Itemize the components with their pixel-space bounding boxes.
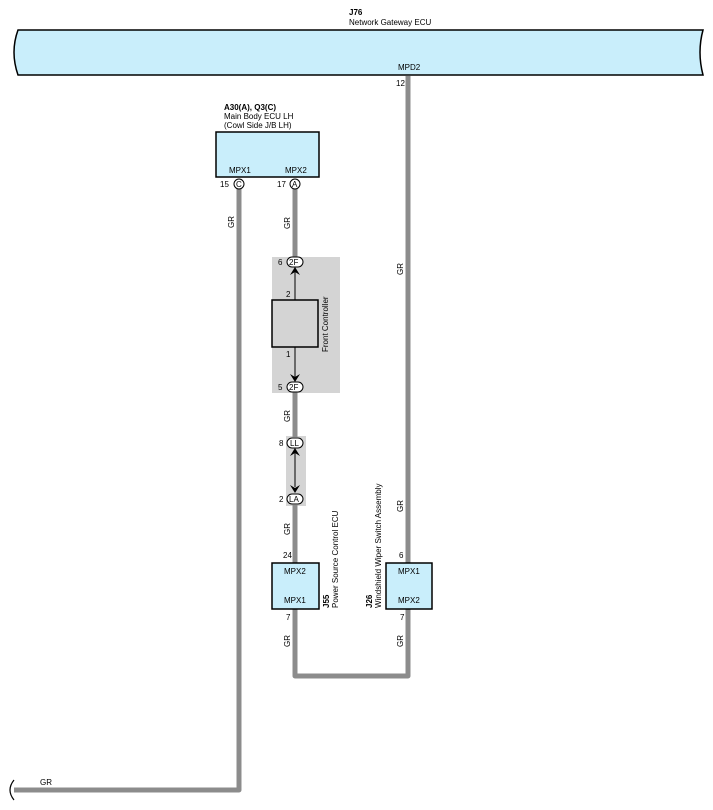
gateway-id: J76 xyxy=(349,8,363,17)
front-bot-arrow-icon xyxy=(290,374,300,382)
front-controller-name: Front Controller xyxy=(321,296,330,352)
gateway-ecu-box xyxy=(13,29,704,76)
main-body-ecu-box xyxy=(215,131,320,178)
junction-shade xyxy=(286,436,306,506)
main-body-pin2-connector xyxy=(289,178,301,190)
wire-color-label: GR xyxy=(40,778,52,787)
front-top-pin: 2 xyxy=(286,290,291,299)
power-ecu-id: J55 xyxy=(322,594,331,608)
power-bot-pin-name: MPX1 xyxy=(284,596,306,605)
front-bot-connector xyxy=(286,381,304,393)
wiper-box xyxy=(385,562,433,610)
gateway-pin-no: 12 xyxy=(396,79,405,88)
wire-color-label: GR xyxy=(283,217,292,229)
wire-color-label: GR xyxy=(396,263,405,275)
power-ecu-name: Power Source Control ECU xyxy=(331,510,340,608)
wire-color-label: GR xyxy=(283,635,292,647)
main-body-location: (Cowl Side J/B LH) xyxy=(224,121,292,130)
front-top-arrow-icon xyxy=(290,267,300,275)
gateway-name: Network Gateway ECU xyxy=(349,18,431,27)
wire-mainbody-mpx1 xyxy=(14,189,242,793)
wire-color-label: GR xyxy=(227,216,236,228)
wire-break-mark xyxy=(9,779,15,801)
wiper-name: Windshield Wiper Switch Assembly xyxy=(374,484,383,608)
main-body-pin1-name: MPX1 xyxy=(229,166,251,175)
wire-color-label: GR xyxy=(283,410,292,422)
wiper-bot-pin-name: MPX2 xyxy=(398,596,420,605)
main-body-pin1-no: 15 xyxy=(220,180,229,189)
power-top-pin-name: MPX2 xyxy=(284,567,306,576)
front-top-connector-label: 2F xyxy=(289,258,298,267)
wiper-top-pin-name: MPX1 xyxy=(398,567,420,576)
power-bot-pin-no: 7 xyxy=(286,613,291,622)
junction-bot-pin: 2 xyxy=(279,495,284,504)
wire-power-to-wiper xyxy=(292,609,411,679)
junction-top-arrow-icon xyxy=(290,448,300,456)
front-top-conn-pin: 6 xyxy=(278,258,283,267)
front-bot-connector-label: 2F xyxy=(289,383,298,392)
wiper-top-pin-no: 6 xyxy=(399,551,404,560)
gateway-pin-name: MPD2 xyxy=(398,63,421,72)
junction-bot-connector-label: LA xyxy=(289,495,299,504)
main-body-pin1-connector xyxy=(233,178,245,190)
junction-top-pin: 8 xyxy=(279,439,284,448)
main-body-pin2-no: 17 xyxy=(277,180,286,189)
power-top-pin-no: 24 xyxy=(283,551,292,560)
main-body-pin2-connector-label: A xyxy=(292,180,298,189)
wiper-id: J26 xyxy=(365,594,374,608)
main-body-name: Main Body ECU LH xyxy=(224,112,294,121)
wire-color-label: GR xyxy=(396,500,405,512)
front-bot-pin: 1 xyxy=(286,350,291,359)
power-ecu-box xyxy=(271,562,320,610)
front-controller-box xyxy=(271,299,319,348)
wire-color-label: GR xyxy=(283,523,292,535)
wiper-bot-pin-no: 7 xyxy=(400,613,405,622)
front-bot-conn-pin: 5 xyxy=(278,383,283,392)
main-body-ids: A30(A), Q3(C) xyxy=(224,103,276,112)
main-body-pin2-name: MPX2 xyxy=(285,166,307,175)
junction-bot-arrow-icon xyxy=(290,485,300,493)
junction-top-connector-label: LL xyxy=(290,439,299,448)
main-body-pin1-connector-label: C xyxy=(236,180,242,189)
junction-bot-connector xyxy=(286,493,304,505)
wire-color-label: GR xyxy=(396,635,405,647)
